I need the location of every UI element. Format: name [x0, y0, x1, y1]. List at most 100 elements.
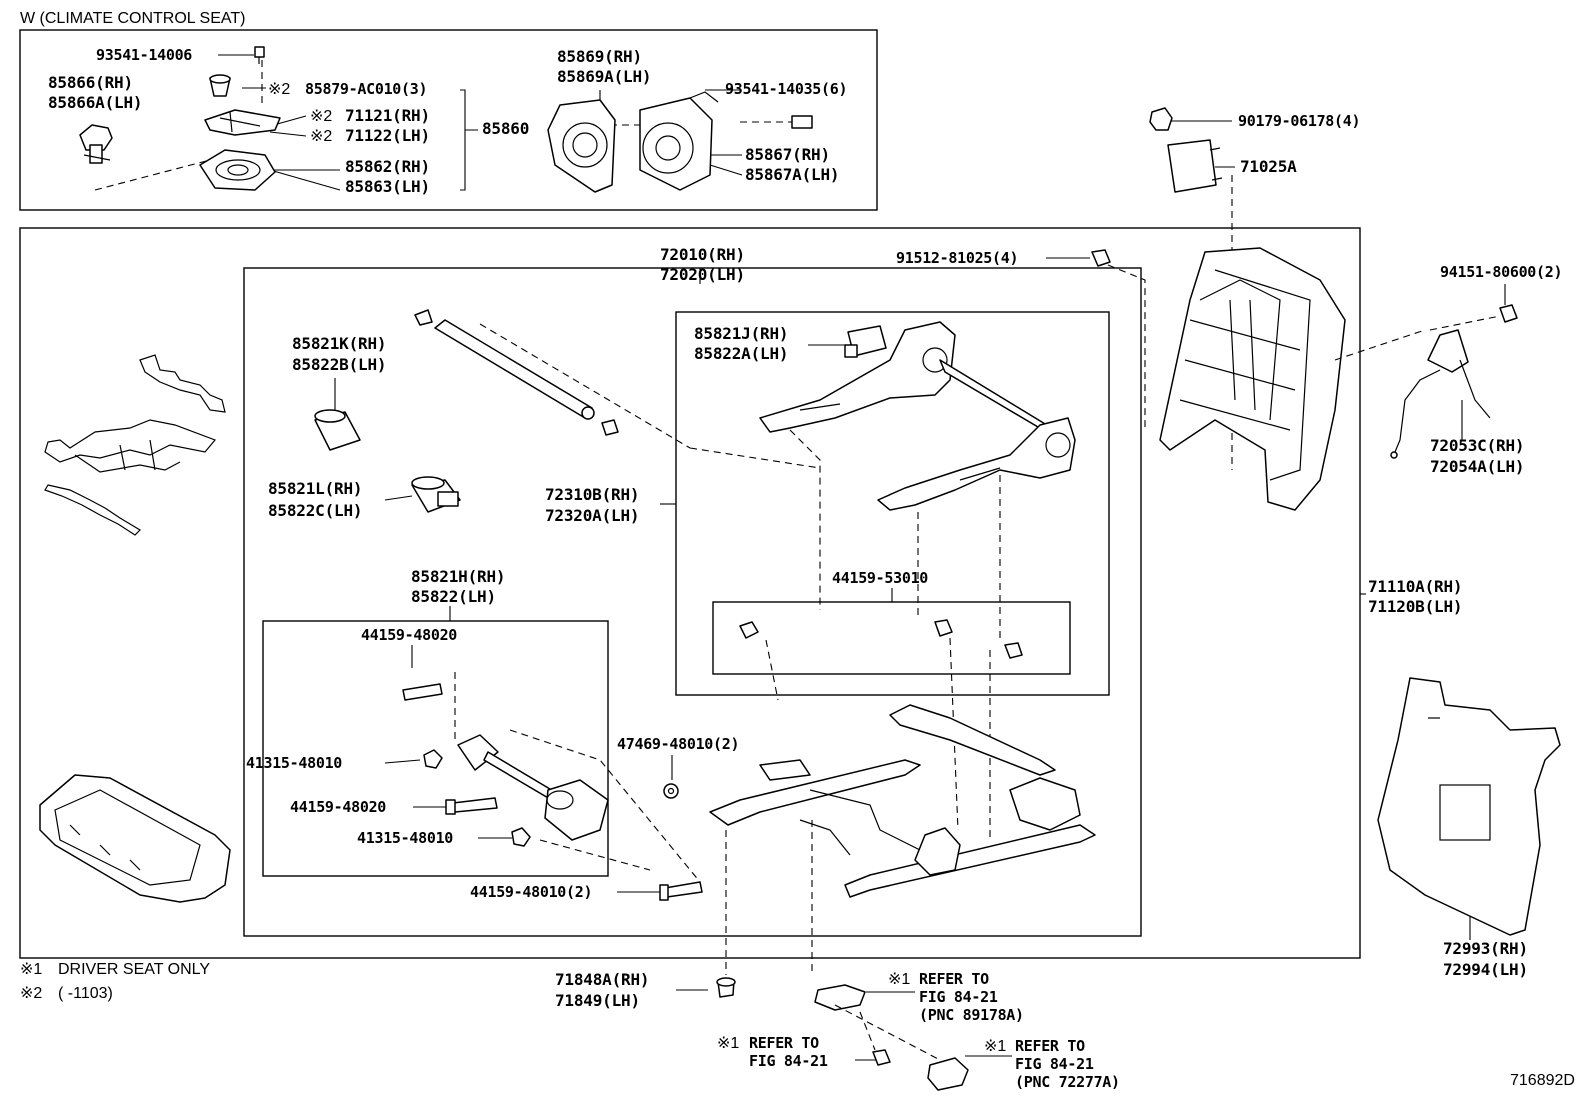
- drawing-seat-springs: [44, 354, 226, 536]
- inset-frame: [19, 29, 878, 211]
- label-91512-81025: 91512-81025(4): [896, 249, 1018, 267]
- label-85822a: 85822A(LH): [694, 344, 788, 363]
- label-85860: 85860: [482, 119, 529, 138]
- label-72994: 72994(LH): [1443, 960, 1528, 979]
- label-72010: 72010(RH): [660, 245, 745, 264]
- drawing-switch-72277a: [927, 1057, 969, 1091]
- label-72053c: 72053C(RH): [1430, 436, 1524, 455]
- label-41315-48010-b: 41315-48010: [357, 829, 453, 847]
- cushion-frame-box: [243, 267, 1142, 937]
- label-85822c: 85822C(LH): [268, 501, 362, 520]
- label-71848a: 71848A(RH): [555, 970, 649, 989]
- drawing-motor-85821j: [844, 325, 887, 358]
- ref1-line3: (PNC 89178A): [919, 1006, 1024, 1024]
- drawing-cap-71848a: [716, 977, 736, 998]
- inset-drawing-blower-housing: [547, 99, 616, 193]
- drawing-seatback-board: [1377, 677, 1561, 936]
- label-71025a: 71025A: [1240, 157, 1297, 176]
- inset-drawing-clip: [209, 74, 231, 97]
- label-47469-48010: 47469-48010(2): [617, 735, 739, 753]
- ref2-mark: ※1: [717, 1035, 739, 1052]
- bolt-box: [712, 601, 1071, 675]
- inset-drawing-bracket: [204, 109, 281, 136]
- drawing-bolts-53010: [739, 619, 1023, 659]
- drawing-washer-47469: [663, 783, 679, 799]
- ref3-line1: REFER TO: [1015, 1037, 1085, 1055]
- label-71120b: 71120B(LH): [1368, 597, 1462, 616]
- inset-drawing-sensor: [79, 124, 113, 164]
- footnote-1-text: DRIVER SEAT ONLY: [58, 961, 210, 978]
- label-85869a-lh: 85869A(LH): [557, 67, 651, 86]
- label-85866-rh: 85866(RH): [48, 73, 133, 92]
- label-85869-rh: 85869(RH): [557, 47, 642, 66]
- note-mark-2a: ※2: [268, 81, 290, 98]
- drawing-nut-90179: [1149, 107, 1173, 131]
- label-93541-14006: 93541-14006: [96, 46, 192, 64]
- label-85879: 85879-AC010(3): [305, 80, 427, 98]
- drawing-switch-89178a: [814, 984, 866, 1011]
- label-72054a: 72054A(LH): [1430, 457, 1524, 476]
- drawing-motor-85821k: [314, 409, 361, 451]
- drawing-screw-bottom: [872, 1049, 891, 1066]
- ref3-line2: FIG 84-21: [1015, 1055, 1094, 1073]
- ref3-line3: (PNC 72277A): [1015, 1073, 1120, 1091]
- label-85821k: 85821K(RH): [292, 334, 386, 353]
- main-frame: [19, 227, 1361, 959]
- ref2-line1: REFER TO: [749, 1034, 819, 1052]
- ref2-line2: FIG 84-21: [749, 1052, 828, 1070]
- label-41315-48010-a: 41315-48010: [246, 754, 342, 772]
- inset-drawing-screw: [254, 46, 265, 64]
- drawing-nut-94151: [1499, 304, 1518, 323]
- label-71122: 71122(LH): [345, 126, 430, 145]
- label-85822: 85822(LH): [411, 587, 496, 606]
- drawing-bolt-44159-48010: [659, 881, 703, 901]
- label-71849: 71849(LH): [555, 991, 640, 1010]
- label-72993: 72993(RH): [1443, 939, 1528, 958]
- ref1-mark: ※1: [888, 971, 910, 988]
- inset-title: W (CLIMATE CONTROL SEAT): [20, 10, 245, 27]
- drawing-bolt-91512: [1091, 249, 1111, 267]
- ref1-line1: REFER TO: [919, 970, 989, 988]
- drawing-seatback-frame: [1159, 247, 1346, 511]
- inset-drawing-blower-base: [199, 149, 276, 191]
- label-85866a-lh: 85866A(LH): [48, 93, 142, 112]
- drawing-seat-adjuster-frame: [759, 321, 1076, 511]
- label-44159-48020-b: 44159-48020: [290, 798, 386, 816]
- drawing-cushion-pan: [39, 774, 231, 903]
- drawing-seat-track: [709, 704, 1096, 898]
- label-72320a: 72320A(LH): [545, 506, 639, 525]
- label-85821l: 85821L(RH): [268, 479, 362, 498]
- label-44159-48020-a: 44159-48020: [361, 626, 457, 644]
- motor-box: [262, 620, 609, 877]
- label-71121: 71121(RH): [345, 106, 430, 125]
- label-94151-80600: 94151-80600(2): [1440, 263, 1562, 281]
- drawing-motor-85821l: [411, 476, 461, 513]
- label-85867a-lh: 85867A(LH): [745, 165, 839, 184]
- label-85867-rh: 85867(RH): [745, 145, 830, 164]
- label-85862: 85862(RH): [345, 157, 430, 176]
- note-mark-2c: ※2: [310, 128, 332, 145]
- footnote-1-mark: ※1: [20, 961, 42, 978]
- label-85821h: 85821H(RH): [411, 567, 505, 586]
- ref1-line2: FIG 84-21: [919, 988, 998, 1006]
- figure-code: 716892D: [1510, 1072, 1575, 1089]
- label-93541-14035: 93541-14035(6): [725, 80, 847, 98]
- drawing-release-cable: [1390, 329, 1491, 459]
- note-mark-2b: ※2: [310, 108, 332, 125]
- label-85822b: 85822B(LH): [292, 355, 386, 374]
- inset-drawing-fan: [639, 91, 719, 191]
- label-44159-48010: 44159-48010(2): [470, 883, 592, 901]
- label-85821j: 85821J(RH): [694, 324, 788, 343]
- drawing-slide-motor: [402, 683, 609, 841]
- drawing-nuts-41315: [423, 749, 531, 847]
- label-72020: 72020(LH): [660, 265, 745, 284]
- ref3-mark: ※1: [984, 1038, 1006, 1055]
- label-85863: 85863(LH): [345, 177, 430, 196]
- label-44159-53010: 44159-53010: [832, 569, 928, 587]
- drawing-bolt-44159-48020: [445, 797, 498, 815]
- label-72310b: 72310B(RH): [545, 485, 639, 504]
- drawing-torsion-rod: [414, 309, 619, 436]
- inset-drawing-screw-6: [791, 115, 813, 129]
- footnote-2-mark: ※2: [20, 985, 42, 1002]
